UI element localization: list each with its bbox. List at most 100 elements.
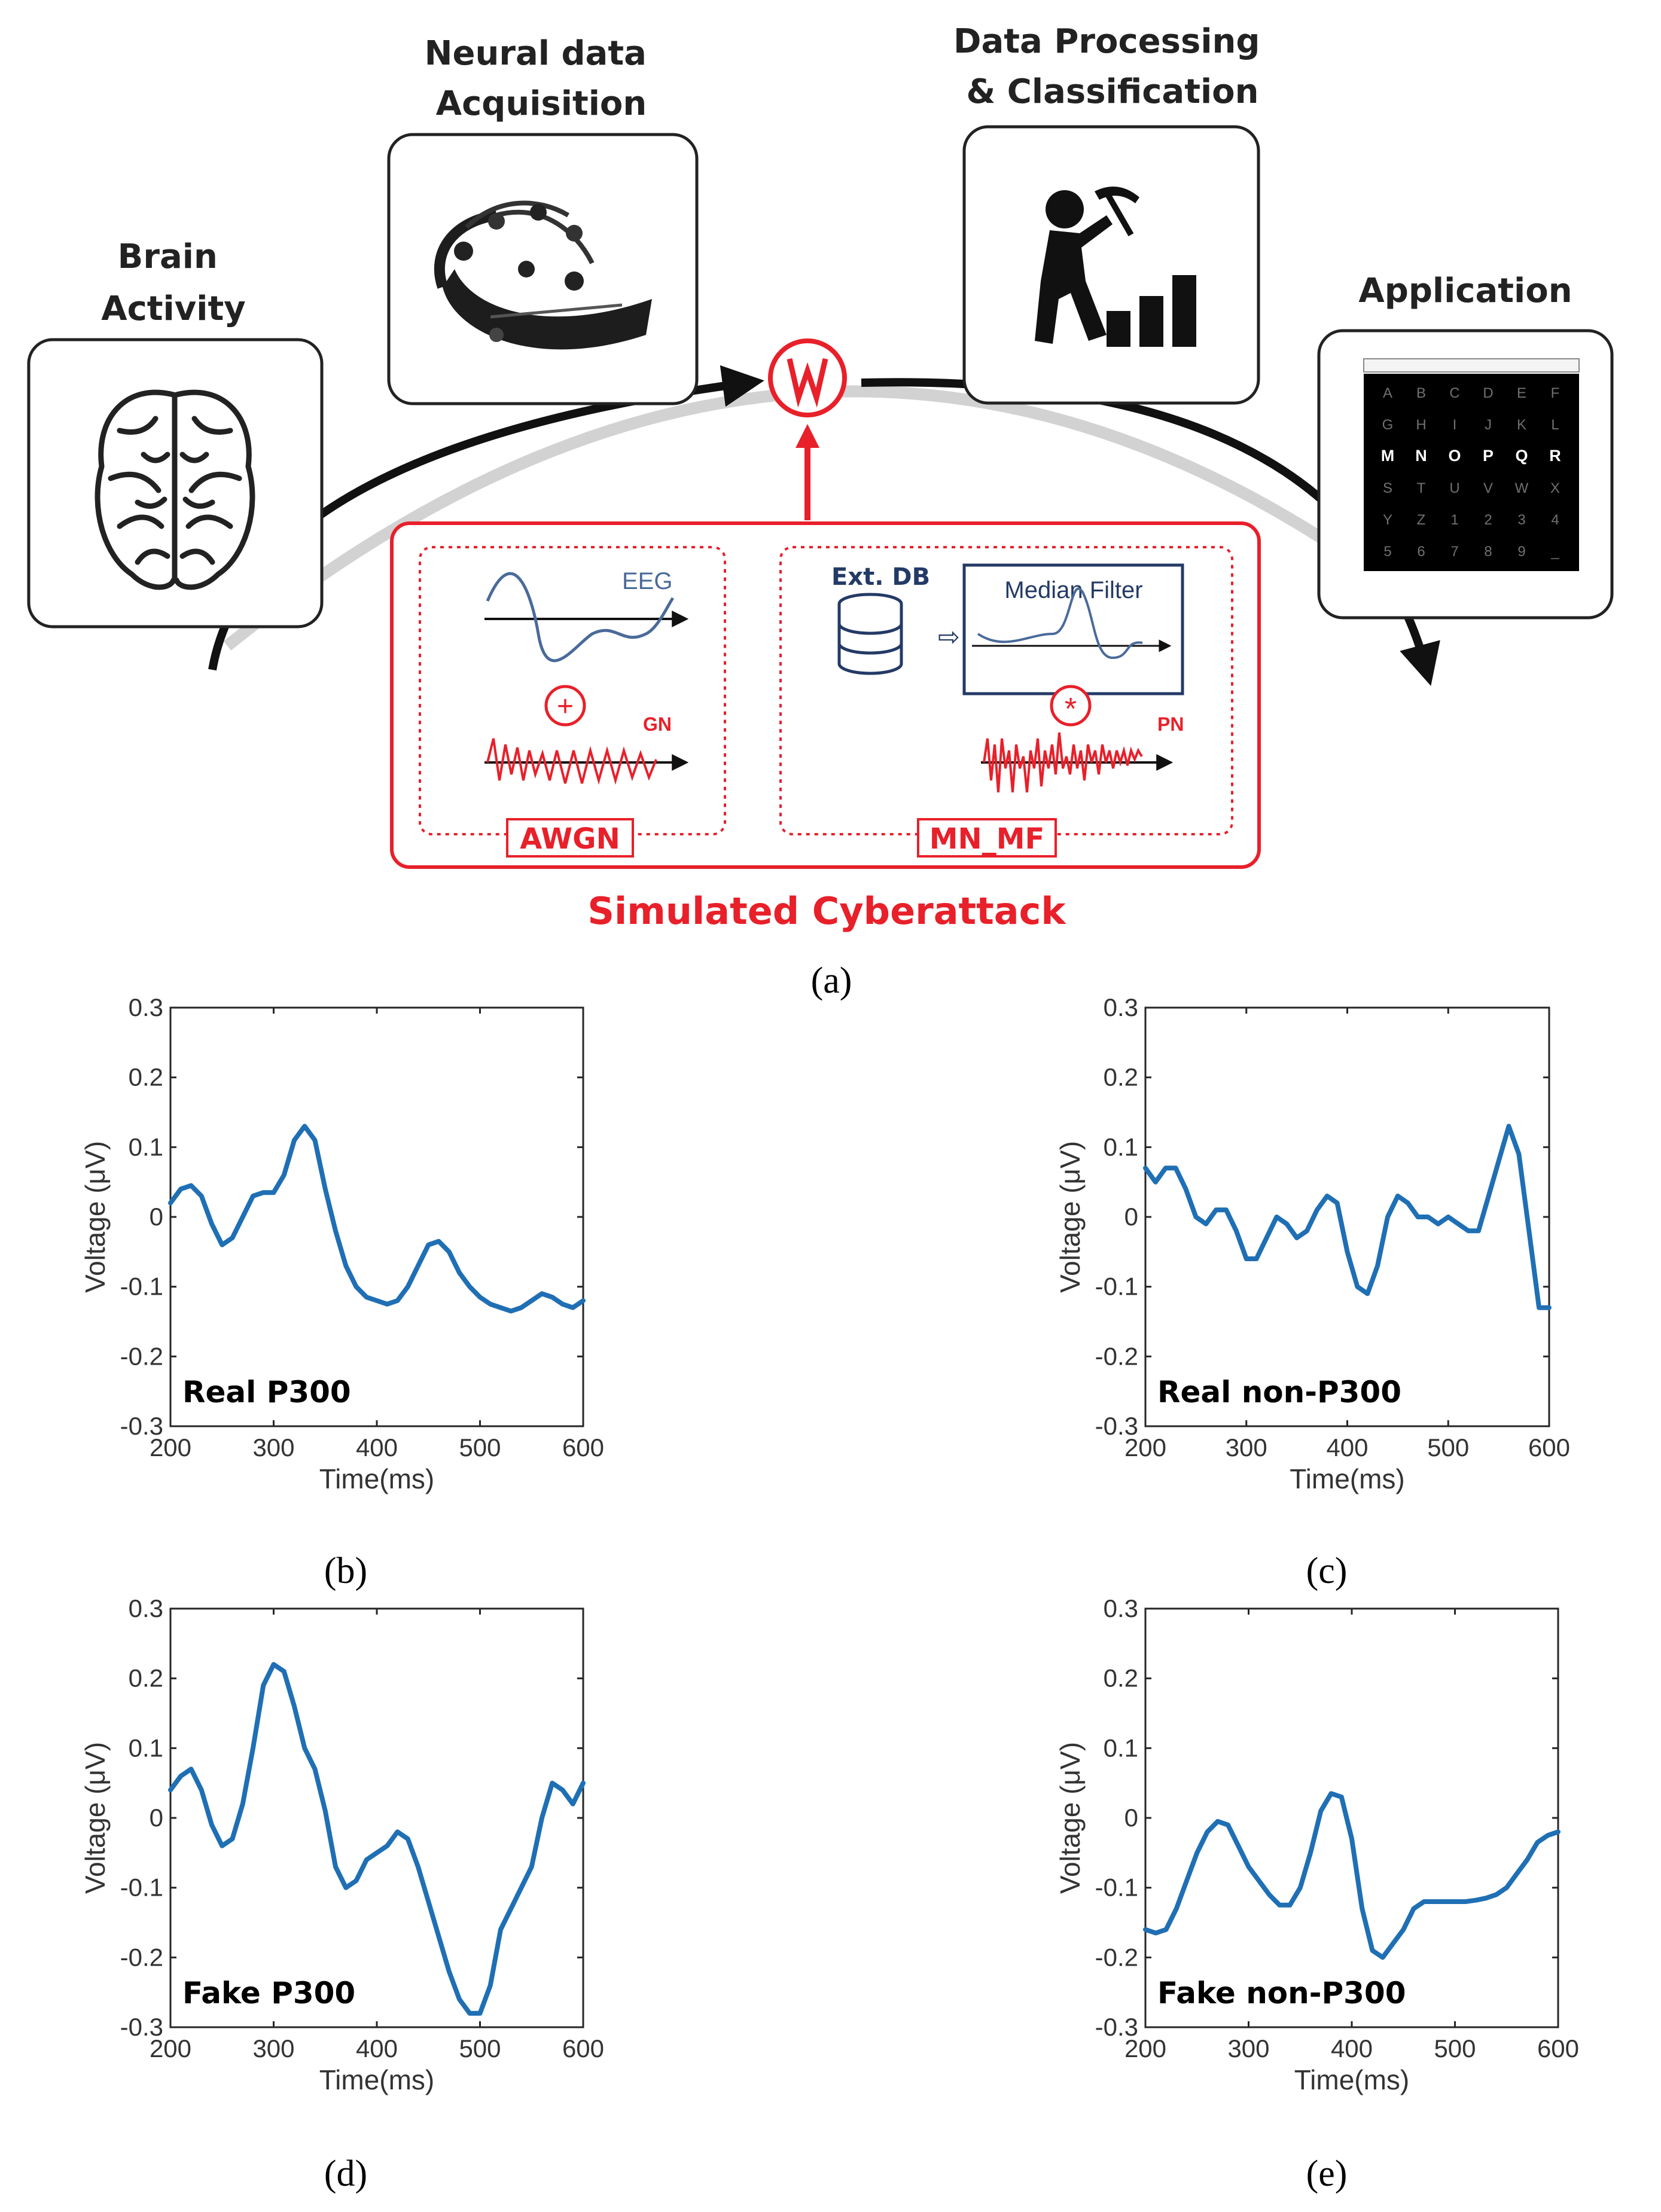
caption-e: (e) (1306, 2153, 1348, 2194)
stage-acquisition-title-l2: Acquisition (436, 84, 647, 123)
speller-letter: T (1417, 480, 1426, 496)
y-tick-label: 0.2 (1104, 1063, 1138, 1091)
y-tick-label: 0.2 (1104, 1664, 1138, 1692)
y-axis-label: Voltage (μV) (1054, 1141, 1086, 1293)
y-tick-label: 0.3 (1104, 993, 1138, 1021)
x-tick-label: 500 (459, 1433, 501, 1462)
extdb-label: Ext. DB (831, 563, 930, 591)
y-axis-label: Voltage (μV) (1054, 1742, 1086, 1894)
stage-acquisition-title: Neural data Acquisition (425, 34, 659, 123)
speller-letter: S (1383, 480, 1392, 496)
x-axis-label: Time(ms) (319, 2064, 434, 2095)
speller-letter: 6 (1417, 544, 1425, 560)
speller-letter: Z (1417, 512, 1426, 528)
series-line (1143, 1124, 1552, 1310)
awgn-label: AWGN (520, 822, 620, 856)
caption-c: (c) (1306, 1551, 1348, 1591)
x-tick-label: 600 (562, 1433, 604, 1462)
pn-label: PN (1157, 713, 1184, 735)
cyberattack-title: Simulated Cyberattack (587, 889, 1066, 933)
x-axis-label: Time(ms) (1294, 2064, 1409, 2095)
x-tick-label: 300 (1226, 1433, 1267, 1462)
y-tick-label: 0.3 (1104, 1594, 1138, 1622)
panel-label: Real P300 (182, 1375, 351, 1409)
x-axis-label: Time(ms) (319, 1463, 434, 1494)
x-tick-label: 400 (356, 2034, 398, 2063)
y-tick-label: -0.3 (120, 1412, 163, 1440)
injection-glyph-icon (787, 358, 828, 408)
caption-d: (d) (324, 2153, 367, 2194)
x-tick-label: 200 (1124, 1433, 1166, 1462)
y-tick-label: -0.1 (120, 1273, 163, 1301)
speller-letter: O (1448, 447, 1461, 465)
pink-noise-waveform (983, 732, 1143, 793)
x-tick-label: 400 (1331, 2034, 1373, 2063)
speller-letter: R (1549, 447, 1561, 465)
y-tick-label: -0.1 (120, 1874, 163, 1902)
x-tick-label: 200 (150, 1433, 191, 1462)
arrow-right-icon: ⇨ (938, 622, 960, 652)
speller-letter: I (1453, 417, 1457, 433)
speller-letter: U (1449, 480, 1459, 496)
plus-operator (544, 685, 586, 727)
y-tick-label: -0.3 (120, 2013, 163, 2041)
speller-letter: 1 (1450, 512, 1458, 528)
y-tick-label: 0.1 (1104, 1734, 1138, 1762)
brain-icon (95, 389, 255, 590)
speller-letter: 2 (1484, 512, 1492, 528)
speller-letter: 3 (1517, 512, 1525, 528)
stage-processing-title-l1: Data Processing (953, 22, 1260, 61)
stage-application-title: Application (1358, 271, 1572, 310)
speller-letter: G (1382, 417, 1394, 433)
plot-frame (1144, 1607, 1559, 2028)
plus-symbol: + (557, 691, 574, 722)
stage-processing-title-l2: & Classification (966, 72, 1258, 111)
x-tick-label: 500 (459, 2034, 501, 2063)
database-icon (837, 593, 903, 675)
speller-letter: 4 (1551, 512, 1559, 528)
speller-letter: Q (1515, 447, 1528, 465)
y-tick-label: 0.2 (129, 1664, 163, 1692)
series-line (168, 1124, 586, 1314)
speller-letter: L (1551, 417, 1559, 433)
x-tick-label: 500 (1434, 2034, 1476, 2063)
injection-point (768, 338, 847, 520)
speller-matrix (1364, 374, 1579, 571)
plot-frame (1144, 1006, 1550, 1427)
speller-letter: P (1483, 447, 1494, 465)
miner-chart-icon (1035, 187, 1196, 347)
median-filter-box (962, 563, 1184, 695)
median-filter-label: Median Filter (1004, 577, 1142, 603)
y-tick-label: 0 (150, 1804, 163, 1832)
stage-processing: Data Processing & Classification (953, 22, 1260, 405)
stage-brain: Brain Activity (27, 237, 324, 628)
speller-letter: M (1381, 447, 1395, 465)
eeg-headset-icon (434, 200, 652, 350)
panel-label: Real non-P300 (1157, 1375, 1401, 1409)
speller-letter: 5 (1383, 544, 1391, 560)
series-line (1143, 1791, 1561, 1960)
x-tick-label: 600 (1528, 1433, 1570, 1462)
speller-letter: J (1485, 417, 1492, 433)
x-tick-label: 200 (150, 2034, 191, 2063)
speller-letter: F (1551, 385, 1560, 401)
y-tick-label: 0.3 (129, 993, 163, 1021)
x-tick-label: 600 (562, 2034, 604, 2063)
speller-letter: D (1483, 385, 1493, 401)
cyberattack-block: EEG + GN AWGN Ext. DB ⇨ Median Filter * (390, 521, 1261, 933)
speller-letter: 8 (1484, 544, 1492, 560)
mnmf-label: MN_MF (929, 822, 1045, 856)
y-tick-label: 0 (150, 1203, 163, 1231)
speller-letter: _ (1550, 544, 1559, 560)
x-tick-label: 600 (1537, 2034, 1579, 2063)
x-tick-label: 300 (252, 2034, 294, 2063)
pipeline-diagram: Brain Activity Neural data Acquisition (27, 22, 1614, 1001)
stage-brain-title-l2: Activity (101, 289, 245, 328)
speller-letter: N (1415, 447, 1427, 465)
y-tick-label: 0.3 (129, 1594, 163, 1622)
stage-acquisition: Neural data Acquisition (387, 34, 699, 405)
caption-a: (a) (811, 960, 852, 1001)
